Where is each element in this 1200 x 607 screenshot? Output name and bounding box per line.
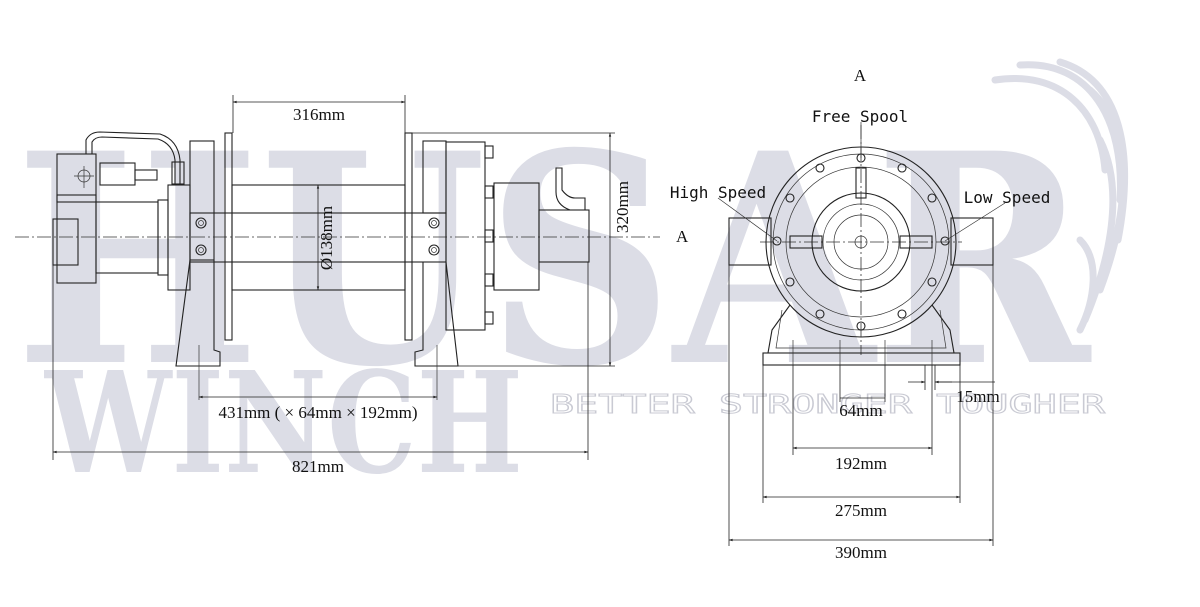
dim-bolt-slot: 15mm xyxy=(956,387,999,406)
dim-drum-length: 316mm xyxy=(293,105,345,124)
watermark-brand: HUSAR xyxy=(15,91,1093,431)
section-mark-side: A xyxy=(676,227,689,246)
brake-fitting xyxy=(555,167,586,211)
left-foot xyxy=(175,259,221,367)
base-plate xyxy=(762,352,961,366)
side-view: 316mm Ø138mm 320mm 431mm ( × 64mm × 192m… xyxy=(15,95,689,476)
dim-390: 390mm xyxy=(728,265,994,562)
label-low-speed: Low Speed xyxy=(964,188,1051,207)
dim-mounting: 431mm ( × 64mm × 192mm) xyxy=(218,403,417,422)
dim-192: 192mm xyxy=(792,365,933,473)
dim-15: 15mm xyxy=(908,365,1000,406)
tie-bar-bolts xyxy=(195,217,440,256)
dim-overall-length: 821mm xyxy=(292,457,344,476)
dim-drum-diameter: Ø138mm xyxy=(317,206,336,270)
dim-275: 275mm xyxy=(762,365,961,520)
watermark: HUSAR WINCH BETTER STRONGER TOUGHER xyxy=(15,58,1129,506)
dim-138: Ø138mm xyxy=(316,184,336,291)
watermark-sub: WINCH xyxy=(43,342,523,506)
label-free-spool: Free Spool xyxy=(812,107,908,126)
watermark-tagline: BETTER STRONGER TOUGHER xyxy=(550,390,1106,420)
dim-base-width: 275mm xyxy=(835,501,887,520)
dim-bolt-spacing: 192mm xyxy=(835,454,887,473)
section-mark-front: A xyxy=(854,66,867,85)
dim-821: 821mm xyxy=(52,262,589,476)
dim-64: 64mm xyxy=(839,365,886,420)
low-speed-port xyxy=(950,217,994,266)
dim-inner-spacing: 64mm xyxy=(839,401,882,420)
dim-320: 320mm xyxy=(412,132,632,367)
valve-block xyxy=(56,153,97,203)
motor-port xyxy=(52,218,79,266)
label-high-speed: High Speed xyxy=(670,183,766,202)
high-speed-port xyxy=(728,217,772,266)
dim-316: 316mm xyxy=(232,95,406,133)
dim-height: 320mm xyxy=(613,181,632,233)
right-foot xyxy=(414,261,459,367)
front-view: A Free Spool High Speed Low Speed 15mm 6… xyxy=(670,66,1051,562)
wing-logo-icon xyxy=(991,58,1129,334)
hub xyxy=(811,192,911,292)
dim-overall-width: 390mm xyxy=(835,543,887,562)
gearbox-bolts xyxy=(484,145,494,325)
dim-431: 431mm ( × 64mm × 192mm) xyxy=(198,395,438,422)
